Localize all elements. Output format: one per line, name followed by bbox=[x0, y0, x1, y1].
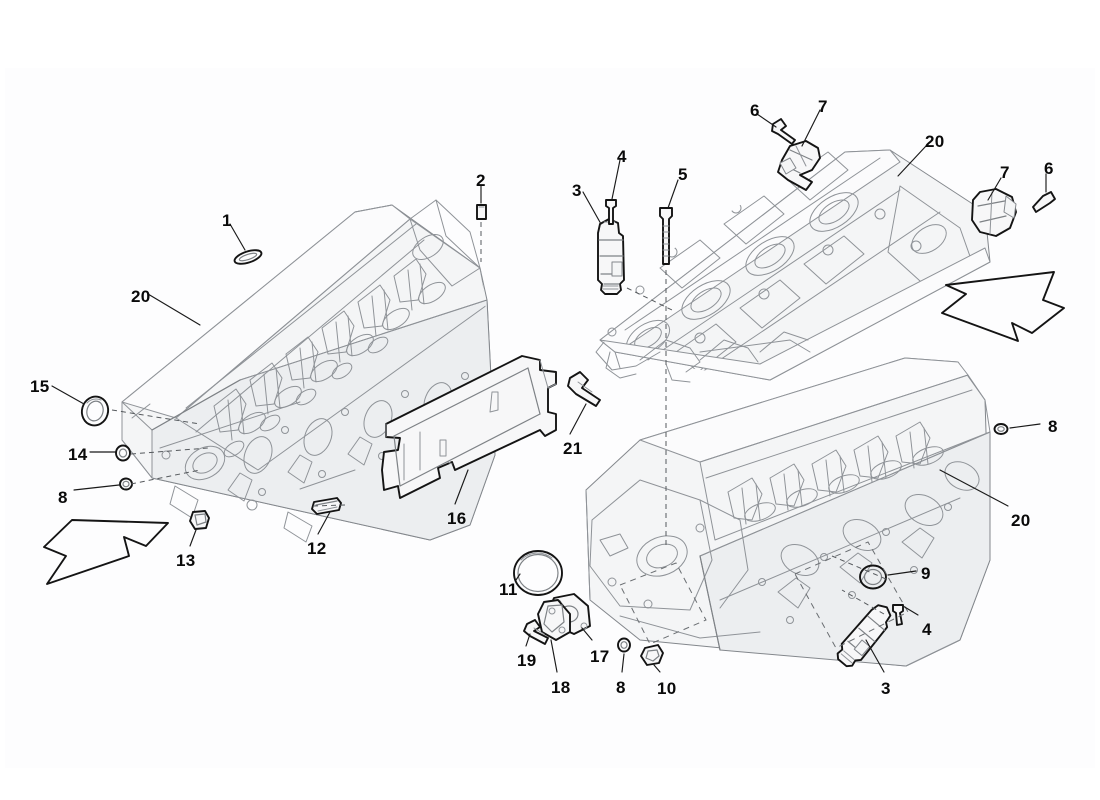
part-label-15[interactable]: 15 bbox=[30, 377, 50, 396]
part-14-seal-ring bbox=[115, 444, 131, 462]
part-label-7-left[interactable]: 7 bbox=[818, 97, 828, 116]
part-label-9[interactable]: 9 bbox=[921, 564, 931, 583]
part-label-8-bottom[interactable]: 8 bbox=[616, 678, 626, 697]
left-cylinder-head bbox=[121, 199, 496, 543]
part-label-3-upper[interactable]: 3 bbox=[572, 181, 582, 200]
part-label-5[interactable]: 5 bbox=[678, 165, 688, 184]
direction-arrows bbox=[43, 271, 1065, 585]
part-16-heat-shield bbox=[381, 355, 557, 499]
part-6-bolt-left bbox=[771, 118, 796, 145]
part-21-bolt bbox=[567, 371, 601, 407]
part-label-4-upper[interactable]: 4 bbox=[617, 147, 627, 166]
leader-lines bbox=[51, 109, 1047, 673]
part-5-long-bolt bbox=[659, 207, 673, 265]
part-label-13[interactable]: 13 bbox=[176, 551, 196, 570]
part-label-16[interactable]: 16 bbox=[447, 509, 467, 528]
part-15-sealing-cap bbox=[80, 395, 110, 427]
part-label-17[interactable]: 17 bbox=[590, 647, 610, 666]
part-19-bolt bbox=[523, 619, 549, 645]
part-label-7-right[interactable]: 7 bbox=[1000, 163, 1010, 182]
part-8-o-ring-left bbox=[119, 477, 133, 491]
part-label-1[interactable]: 1 bbox=[222, 211, 232, 230]
part-1-o-ring bbox=[233, 249, 263, 265]
part-4-bolt-lower bbox=[892, 604, 904, 626]
part-8-o-ring-right bbox=[993, 423, 1009, 435]
part-label-19[interactable]: 19 bbox=[517, 651, 537, 670]
part-label-8-left[interactable]: 8 bbox=[58, 488, 68, 507]
part-label-20-cover[interactable]: 20 bbox=[925, 132, 945, 151]
part-label-8-right[interactable]: 8 bbox=[1048, 417, 1058, 436]
arrow-right bbox=[941, 271, 1065, 342]
part-13-plug bbox=[189, 510, 210, 530]
part-7-sensor-left bbox=[777, 140, 821, 191]
part-label-20-right[interactable]: 20 bbox=[1011, 511, 1031, 530]
part-label-21[interactable]: 21 bbox=[563, 439, 583, 458]
part-label-11[interactable]: 11 bbox=[499, 580, 518, 599]
part-11-cap bbox=[513, 550, 563, 596]
part-4-bolt-upper bbox=[605, 199, 617, 225]
part-label-4-lower[interactable]: 4 bbox=[922, 620, 932, 639]
part-label-14[interactable]: 14 bbox=[68, 445, 88, 464]
part-label-6-right[interactable]: 6 bbox=[1044, 159, 1054, 178]
part-label-18[interactable]: 18 bbox=[551, 678, 571, 697]
part-6-bolt-right bbox=[1032, 191, 1056, 213]
part-7-sensor-right bbox=[971, 188, 1017, 237]
right-cylinder-head bbox=[585, 357, 991, 667]
part-2-dowel-sleeve bbox=[476, 204, 487, 220]
part-18-bracket bbox=[537, 599, 571, 641]
part-10-seal bbox=[640, 644, 664, 666]
part-3-solenoid-upper bbox=[597, 218, 625, 295]
part-label-10[interactable]: 10 bbox=[657, 679, 677, 698]
part-label-20-left[interactable]: 20 bbox=[131, 287, 151, 306]
part-label-12[interactable]: 12 bbox=[307, 539, 327, 558]
arrow-left bbox=[43, 519, 169, 585]
part-label-3-lower[interactable]: 3 bbox=[881, 679, 891, 698]
valve-cover-top-right bbox=[595, 149, 991, 383]
part-label-2[interactable]: 2 bbox=[476, 171, 486, 190]
part-8-o-ring-bottom bbox=[617, 637, 631, 653]
alignment-guides bbox=[111, 222, 909, 649]
part-3-solenoid-lower bbox=[836, 604, 892, 668]
part-label-6-left[interactable]: 6 bbox=[750, 101, 760, 120]
